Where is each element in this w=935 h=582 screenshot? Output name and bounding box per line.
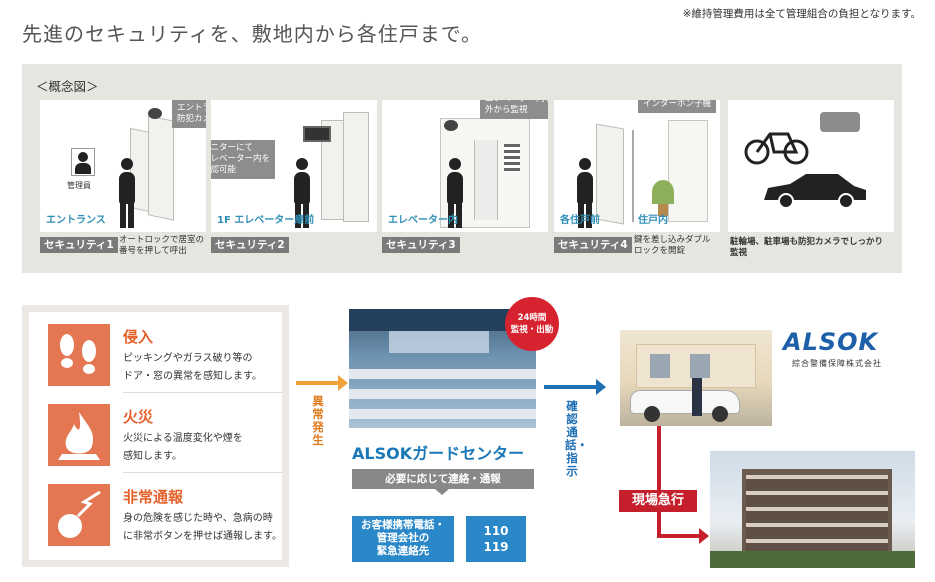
hazard-desc-emergency: 身の危険を感じた時や、急病の時 に非常ボタンを押せば通報します。 [123, 513, 282, 542]
car-icon [764, 174, 866, 209]
panel-name-unit: 各住戸前 [560, 215, 600, 226]
panel-entrance: 管理員 エントランス内 防犯カメラ設置 エントランス [40, 100, 206, 232]
arrow-rush-vertical [657, 426, 661, 538]
security-badge-4: セキュリティ4 [554, 237, 632, 253]
security-desc-1: オートロックで居室の 番号を押して呼出 [119, 235, 205, 256]
hazard-title-intrusion: 侵入 [123, 328, 154, 346]
callout-elevator-monitor: モニターにて エレベーター内を 確認可能 [211, 140, 276, 179]
security-camera-icon [148, 108, 162, 119]
security-camera-icon [820, 112, 860, 132]
manager-label: 管理員 [67, 181, 91, 190]
panel-name-in-elevator: エレベーター内 [388, 215, 458, 226]
resident-figure [444, 158, 466, 228]
fire-icon [48, 404, 110, 466]
guard-center-title: ALSOKガードセンター [352, 444, 525, 463]
resident-figure [574, 158, 596, 228]
bicycle-icon [744, 132, 809, 165]
plant-icon [652, 180, 674, 204]
panel-elevator-front: モニターにて エレベーター内を 確認可能 1F エレベーター扉前 [211, 100, 377, 232]
panel-name-entrance: エントランス [46, 215, 106, 226]
arrow-rush-head [699, 528, 709, 544]
contact-box-emergency: お客様携帯電話・ 管理会社の 緊急連絡先 [352, 516, 454, 562]
panel-in-elevator: 防犯カメラで エレベーター内を 外から監視 エレベーター内 [382, 100, 548, 232]
confirm-label: 確認通話・指示 [565, 399, 588, 478]
contact-bar: 必要に応じて連絡・通報 [352, 469, 534, 489]
maintenance-note: ※維持管理費用は全て管理組合の負担となります。 [682, 8, 921, 20]
arrow-confirm [544, 385, 598, 389]
elevator-buttons-icon [504, 144, 520, 172]
parking-desc: 駐輪場、駐車場も防犯カメラでしっかり 監視 [730, 237, 884, 258]
alsok-logo: ALSOK [783, 328, 879, 356]
contact-box-110-119: 110 119 [466, 516, 526, 562]
arrow-rush-horizontal [657, 534, 701, 538]
resident-figure [116, 158, 138, 228]
hazard-desc-intrusion: ピッキングやガラス破り等の ドア・窓の異常を感知します。 [123, 353, 262, 382]
building-photo [710, 451, 915, 568]
security-desc-4: 鍵を差し込みダブル ロックを開錠 [634, 235, 711, 256]
callout-entrance-camera: エントランス内 防犯カメラ設置 [172, 100, 206, 128]
anomaly-label: 異常発生 [312, 394, 324, 447]
panel-unit: インターホン子機 各住戸前 住戸内 [554, 100, 720, 232]
page-title: 先進のセキュリティを、敷地内から各住戸まで。 [22, 22, 482, 46]
manager-window [71, 148, 95, 176]
arrow-anomaly [296, 381, 340, 385]
panel-parking [728, 100, 894, 232]
panel-name-in-unit: 住戸内 [638, 215, 668, 226]
emergency-icon [48, 484, 110, 546]
arrow-anomaly-head [338, 375, 348, 391]
callout-elevator-camera: 防犯カメラで エレベーター内を 外から監視 [480, 100, 548, 119]
panel-name-elevator-front: 1F エレベーター扉前 [217, 215, 315, 226]
rush-label: 現場急行 [619, 490, 697, 512]
footprints-icon [48, 324, 110, 386]
hazard-desc-fire: 火災による温度変化や煙を 感知します。 [123, 433, 243, 462]
hazard-title-emergency: 非常通報 [123, 488, 184, 506]
concept-label: ＜概念図＞ [36, 79, 99, 94]
security-camera-icon [444, 120, 458, 131]
security-badge-3: セキュリティ3 [382, 237, 460, 253]
security-badge-2: セキュリティ2 [211, 237, 289, 253]
hazard-title-fire: 火災 [123, 408, 154, 426]
monitor-icon [303, 126, 331, 142]
badge-24h: 24時間 監視・出動 [505, 297, 559, 351]
resident-figure [291, 158, 313, 228]
guard-center-photo [349, 309, 536, 428]
callout-intercom: インターホン子機 [638, 100, 717, 113]
arrow-confirm-head [596, 379, 606, 395]
security-badge-1: セキュリティ1 [40, 237, 118, 253]
alsok-company-name: 綜合警備保障株式会社 [792, 359, 882, 368]
patrol-car-photo [620, 330, 772, 426]
hazard-box: 侵入 ピッキングやガラス破り等の ドア・窓の異常を感知します。 火災 火災による… [22, 305, 289, 567]
